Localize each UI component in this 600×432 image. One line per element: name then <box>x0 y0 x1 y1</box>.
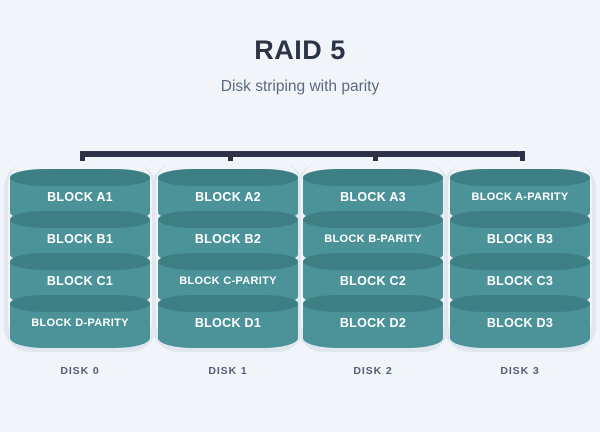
disk-block[interactable]: BLOCK B1 <box>10 211 150 263</box>
cylinder-top-ellipse <box>303 253 443 270</box>
block-label: BLOCK C1 <box>46 274 114 288</box>
block-label: BLOCK C3 <box>486 274 554 288</box>
cylinder-top-ellipse <box>10 211 150 228</box>
block-stack: BLOCK A2 BLOCK B2 BLOCK C-PARITY BLOCK D1 <box>158 169 298 348</box>
cylinder-top-ellipse <box>303 169 443 186</box>
block-label: BLOCK D1 <box>194 316 262 330</box>
block-label: BLOCK C-PARITY <box>179 275 277 287</box>
page-subtitle: Disk striping with parity <box>220 78 380 95</box>
disk-block[interactable]: BLOCK D3 <box>450 295 590 348</box>
block-label: BLOCK B3 <box>486 232 554 246</box>
disk-label-3: DISK 3 <box>500 365 540 377</box>
disk-block[interactable]: BLOCK B2 <box>158 211 298 263</box>
cylinder-bottom-ellipse <box>10 328 150 348</box>
cylinder-top-ellipse <box>303 295 443 312</box>
block-stack: BLOCK A1 BLOCK B1 BLOCK C1 BLOCK D-PARITY <box>10 169 150 348</box>
cylinder-top-ellipse <box>158 253 298 270</box>
cylinder-bottom-ellipse <box>158 328 298 348</box>
block-label: BLOCK A3 <box>340 190 406 204</box>
block-label: BLOCK D-PARITY <box>31 317 129 329</box>
block-label: BLOCK A1 <box>47 190 113 204</box>
cylinder-top-ellipse <box>450 169 590 186</box>
disk-label-1: DISK 1 <box>208 365 248 377</box>
disk-array-bus <box>80 151 520 157</box>
block-label: BLOCK C2 <box>339 274 407 288</box>
diagram-header: RAID 5 Disk striping with parity <box>0 34 600 98</box>
disk-block[interactable]: BLOCK C3 <box>450 253 590 305</box>
disk-block[interactable]: BLOCK A1 <box>10 169 150 221</box>
block-label: BLOCK D2 <box>339 316 407 330</box>
cylinder-top-ellipse <box>158 169 298 186</box>
block-label: BLOCK A2 <box>195 190 261 204</box>
block-label: BLOCK D3 <box>486 316 554 330</box>
block-label: BLOCK B2 <box>194 232 262 246</box>
page-title: RAID 5 <box>254 35 346 65</box>
block-label: BLOCK B-PARITY <box>324 233 422 245</box>
cylinder-top-ellipse <box>10 253 150 270</box>
cylinder-top-ellipse <box>10 295 150 312</box>
block-stack: BLOCK A3 BLOCK B-PARITY BLOCK C2 BLOCK D2 <box>303 169 443 348</box>
cylinder-top-ellipse <box>158 211 298 228</box>
cylinder-top-ellipse <box>450 211 590 228</box>
disk-block[interactable]: BLOCK D1 <box>158 295 298 348</box>
disk-block[interactable]: BLOCK D2 <box>303 295 443 348</box>
cylinder-top-ellipse <box>450 253 590 270</box>
cylinder-top-ellipse <box>303 211 443 228</box>
block-label: BLOCK A-PARITY <box>471 191 569 203</box>
cylinder-top-ellipse <box>450 295 590 312</box>
cylinder-top-ellipse <box>158 295 298 312</box>
cylinder-bottom-ellipse <box>303 328 443 348</box>
cylinder-bottom-ellipse <box>450 328 590 348</box>
disk-block[interactable]: BLOCK D-PARITY <box>10 295 150 348</box>
block-stack: BLOCK A-PARITY BLOCK B3 BLOCK C3 BLOCK D3 <box>450 169 590 348</box>
disk-label-0: DISK 0 <box>60 365 100 377</box>
cylinder-top-ellipse <box>10 169 150 186</box>
block-label: BLOCK B1 <box>46 232 114 246</box>
disk-label-2: DISK 2 <box>353 365 393 377</box>
